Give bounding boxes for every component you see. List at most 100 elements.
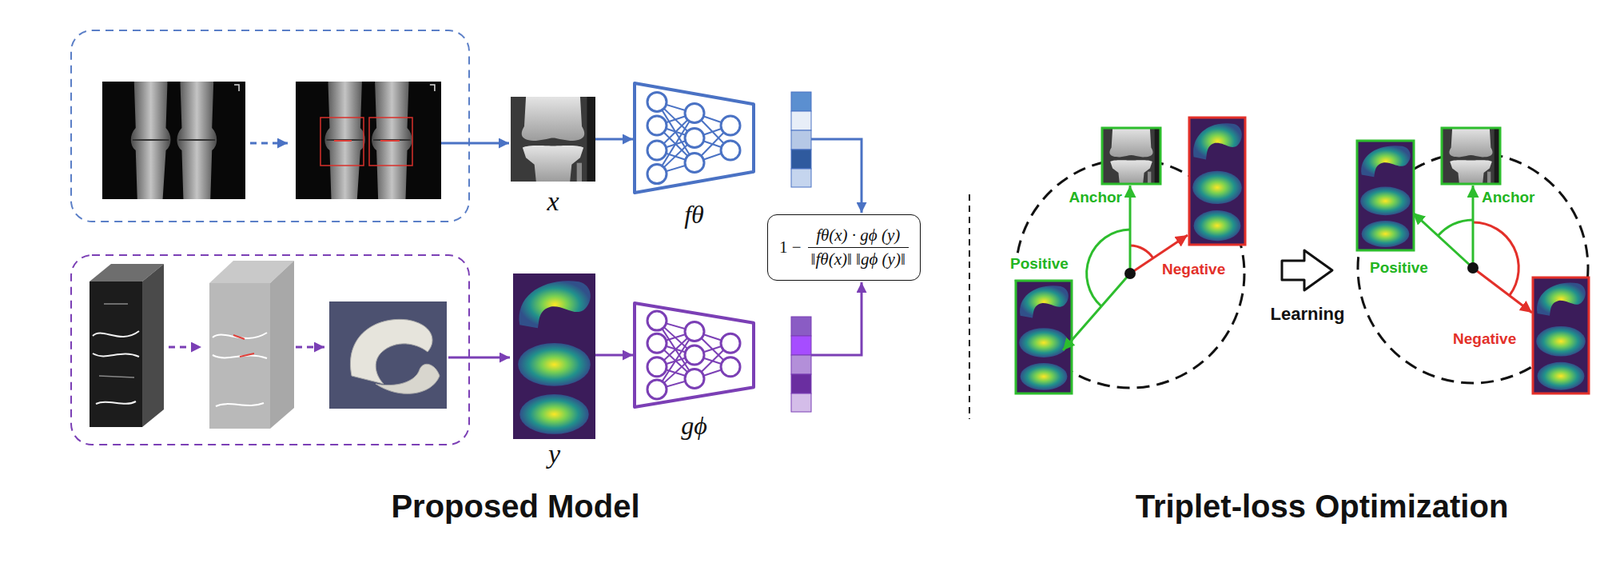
input-image xyxy=(513,273,596,439)
embedding-vector xyxy=(811,282,862,355)
loss-formula: 1 −fθ(x) · gϕ (y)‖fθ(x)‖ ‖gϕ (y)‖ xyxy=(767,214,921,281)
network-neuron xyxy=(647,164,667,184)
learning-arrow xyxy=(1281,250,1333,291)
mri-panel xyxy=(168,346,202,349)
embedding-vector xyxy=(791,111,812,131)
embedding-vector xyxy=(791,149,812,169)
input-image xyxy=(513,273,596,439)
network-neuron xyxy=(684,345,705,365)
triplet-before xyxy=(1129,185,1132,274)
network-neuron xyxy=(720,333,741,353)
triplet-after xyxy=(1472,267,1533,313)
mri-panel xyxy=(142,263,164,427)
radiograph-panel xyxy=(334,139,400,142)
embedding-vector xyxy=(791,374,812,394)
network-neuron xyxy=(647,310,667,331)
network-neuron xyxy=(720,140,741,160)
network-symbol xyxy=(632,81,756,195)
network-outline xyxy=(634,302,754,407)
triplet-after xyxy=(1441,127,1501,184)
radiograph-panel xyxy=(250,142,288,145)
network-neuron xyxy=(647,333,667,353)
divider-line xyxy=(968,194,971,419)
mri-panel xyxy=(212,332,267,406)
triplet-before xyxy=(1102,127,1161,184)
radiograph-panel xyxy=(71,30,470,222)
mri-panel xyxy=(295,346,325,349)
embedding-vector xyxy=(791,168,812,188)
positive-label: Positive xyxy=(1368,258,1430,277)
network-neuron xyxy=(647,91,667,112)
section-heading: Triplet-loss Optimization xyxy=(1135,487,1509,525)
network-neuron xyxy=(720,115,741,136)
network-neuron xyxy=(647,357,667,377)
embedding-vector xyxy=(791,316,812,336)
encoder-network: gϕ xyxy=(632,301,756,409)
embedding-vector xyxy=(811,139,862,213)
mri-panel xyxy=(233,334,255,357)
encoder-network: fθ xyxy=(632,81,756,195)
triplet-after xyxy=(1357,140,1414,251)
network-outline xyxy=(634,83,754,193)
input-heatmap: y xyxy=(513,273,596,439)
mri-panel xyxy=(71,254,470,445)
embedding-vector xyxy=(791,354,812,375)
formula-fraction: fθ(x) · gϕ (y)‖fθ(x)‖ ‖gϕ (y)‖ xyxy=(807,223,909,271)
triplet-before xyxy=(1015,280,1072,394)
triplet-before xyxy=(1015,280,1072,394)
formula-term: 1 − xyxy=(779,237,802,258)
network-neuron xyxy=(647,115,667,136)
network-neuron xyxy=(684,322,705,342)
flow-arrow xyxy=(595,354,633,357)
network-neuron xyxy=(647,379,667,399)
positive-label: Positive xyxy=(1008,254,1071,273)
network-neuron xyxy=(684,103,705,123)
radiograph-panel xyxy=(71,30,510,222)
learning-arrow xyxy=(1281,250,1333,291)
mri-panel xyxy=(92,330,140,404)
radiograph-panel xyxy=(295,81,442,200)
mri-panel xyxy=(270,260,295,429)
anchor-label: Anchor xyxy=(1480,188,1537,207)
mri-panel xyxy=(71,254,510,445)
triplet-after xyxy=(1532,277,1589,394)
formula-denominator: ‖fθ(x)‖ ‖gϕ (y)‖ xyxy=(807,247,909,271)
radiograph-panel xyxy=(102,81,246,200)
input-radiograph: x xyxy=(510,96,596,182)
mri-panel xyxy=(209,282,271,429)
input-image xyxy=(510,96,596,182)
triplet-before xyxy=(1189,117,1246,245)
triplet-before xyxy=(1130,245,1154,259)
mri-panel xyxy=(89,281,143,427)
network-neuron xyxy=(647,140,667,160)
formula-numerator: fθ(x) · gϕ (y) xyxy=(807,223,909,248)
mri-panel xyxy=(329,301,447,409)
embedding-vector xyxy=(791,335,812,355)
anchor-label: Anchor xyxy=(1067,188,1125,207)
mri-panel xyxy=(375,363,440,394)
connector-layer xyxy=(595,139,633,355)
network-neuron xyxy=(720,357,741,377)
section-heading: Triplet-loss Optimization xyxy=(1135,487,1509,525)
triplet-after xyxy=(1437,219,1473,236)
positive-label: Positive xyxy=(1008,254,1071,273)
triplet-after xyxy=(1357,140,1414,251)
divider-line xyxy=(969,194,971,419)
step-label: Learning xyxy=(1270,303,1346,324)
network-neuron xyxy=(684,368,705,388)
node-label: x xyxy=(510,186,596,216)
triplet-after xyxy=(1441,127,1501,184)
section-heading: Proposed Model xyxy=(390,487,640,525)
network-neuron xyxy=(684,153,705,173)
embedding-vector xyxy=(791,130,812,150)
anchor-label: Anchor xyxy=(1480,188,1537,207)
triplet-after xyxy=(1357,127,1589,394)
triplet-after xyxy=(1532,277,1589,394)
node-label: y xyxy=(513,438,596,469)
triplet-before xyxy=(1189,117,1246,245)
triplet-before xyxy=(1102,127,1161,184)
section-heading: Proposed Model xyxy=(390,487,640,525)
node-label: gϕ xyxy=(632,411,756,440)
